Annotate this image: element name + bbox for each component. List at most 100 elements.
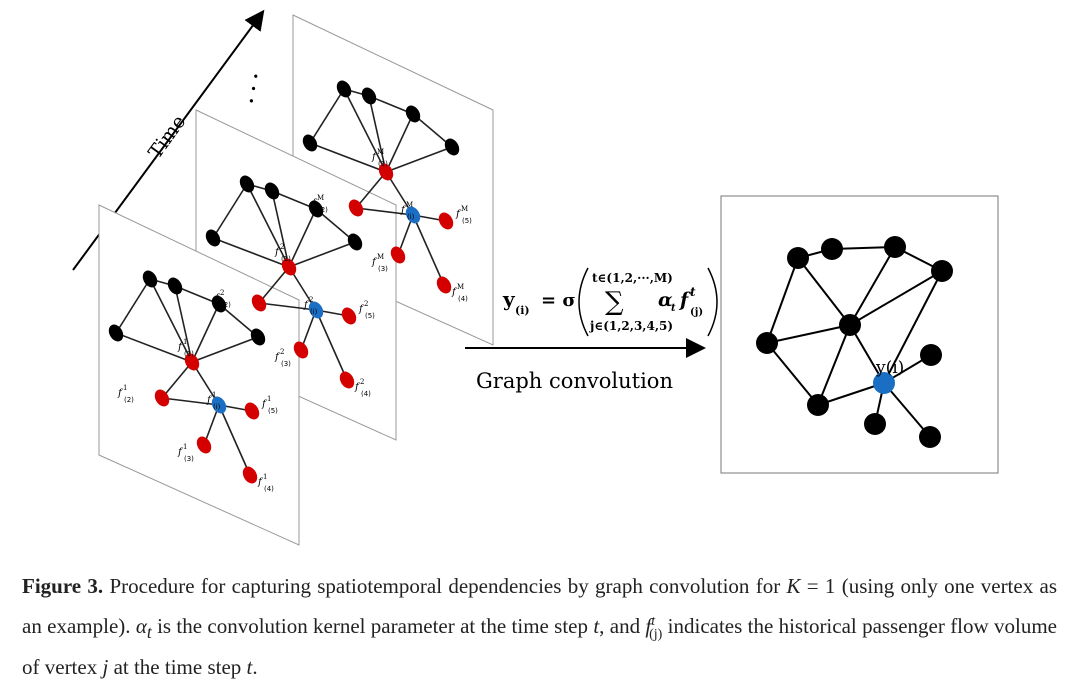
node-label-sup: 1 [183, 443, 187, 451]
node-label-sub: (3) [184, 455, 194, 463]
formula-sum-bottom: j∈(1,2,3,4,5) [589, 319, 673, 333]
node-label-sub: (i) [310, 308, 318, 316]
graph-edge [212, 183, 248, 239]
graph-edge [149, 278, 193, 363]
graph-node-neighbor [438, 212, 454, 230]
time-layer-graph-m: fM(1)fM(2)fM(i)fM(5)fM(4)fM(3) [302, 80, 472, 303]
output-graph-node [821, 238, 843, 260]
output-graph-edge [797, 257, 851, 326]
node-label-sub: (4) [458, 295, 468, 303]
output-graph-edge [766, 342, 819, 406]
graph-edge [309, 142, 387, 173]
node-label-sub: (i) [213, 403, 221, 411]
formula-alpha: α [658, 289, 673, 311]
graph-node-center [378, 163, 394, 181]
graph-node-center [281, 258, 297, 276]
node-label-f: f [400, 205, 407, 216]
node-label-sup: 2 [280, 243, 284, 251]
output-graph-edge [817, 324, 851, 406]
graph-edge [174, 285, 220, 305]
graph-edge [174, 285, 193, 363]
node-label-sub: (1) [378, 160, 388, 168]
caption-text-2: = 1 (using only one vertex as an example… [22, 574, 1057, 638]
node-label-f: f [177, 447, 184, 458]
graph-node [361, 87, 377, 105]
caption-text-1: Procedure for capturing spatiotemporal d… [103, 574, 787, 598]
caption-text-4: , and [599, 614, 646, 638]
output-graph-node [839, 314, 861, 336]
graph-node-neighbor [348, 199, 364, 217]
graph-node [239, 175, 255, 193]
graph-edge [315, 309, 348, 381]
output-graph-edge [766, 324, 851, 344]
graph-node [302, 134, 318, 152]
node-label-f: f [177, 342, 184, 353]
caption-label: Figure 3. [22, 574, 104, 598]
output-graph-edge [849, 270, 943, 326]
node-label-f: f [455, 209, 462, 220]
output-graph-node [864, 413, 886, 435]
node-label-f: f [371, 257, 378, 268]
caption-t1: t [593, 614, 600, 638]
graph-edge [191, 336, 259, 363]
time-layer-graph-2: f2(1)f2(2)f2(i)f2(5)f2(4)f2(3) [205, 175, 375, 398]
output-graph-node [920, 344, 942, 366]
graph-node [167, 277, 183, 295]
node-label-sub: (5) [268, 407, 278, 415]
formula-f-sub: (j) [690, 307, 703, 318]
graph-edge [212, 237, 290, 268]
graph-node-neighbor [390, 246, 406, 264]
node-label-sub: (2) [124, 396, 134, 404]
figure-caption: Figure 3. Procedure for capturing spatio… [22, 570, 1057, 684]
output-node-target [873, 372, 895, 394]
graph-edge [288, 241, 356, 268]
caption-j: j [102, 655, 109, 680]
formula-f-sup: t [690, 285, 696, 299]
graph-node-target [211, 396, 227, 414]
formula-equals-sigma: = σ [541, 290, 576, 311]
node-label-f: f [261, 399, 268, 410]
node-label-sup: M [457, 283, 464, 291]
caption-f: f [645, 614, 652, 638]
output-graph-node [884, 236, 906, 258]
output-graph-edge [766, 257, 799, 344]
graph-edge [309, 88, 345, 144]
node-label-sub: (4) [264, 485, 274, 493]
node-label-sup: 2 [360, 378, 364, 386]
caption-k: K [786, 574, 801, 598]
output-graph-node [807, 394, 829, 416]
time-layer-panel-1 [98, 204, 300, 546]
formula-lhs: y [502, 287, 516, 311]
graph-node [142, 270, 158, 288]
formula-f: f [678, 289, 691, 311]
node-label-sup: 2 [309, 296, 313, 304]
node-label-sub: (3) [281, 360, 291, 368]
graph-edge [161, 397, 220, 406]
node-label-sup: 1 [212, 391, 216, 399]
output-graph-node [756, 332, 778, 354]
node-label-f: f [274, 352, 281, 363]
caption-text-3: is the convolution kernel parameter at t… [151, 614, 594, 638]
node-label-sup: M [406, 201, 413, 209]
graph-node [336, 80, 352, 98]
graph-edge [258, 302, 317, 311]
node-label-sub: (5) [365, 312, 375, 320]
graph-edge [115, 332, 193, 363]
node-label-f: f [354, 382, 361, 393]
figure-diagram: Time · · · fM(1)fM(2)fM(i)fM(5)fM(4)fM(3… [72, 9, 999, 546]
node-label-f: f [303, 300, 310, 311]
node-label-sub: (5) [462, 217, 472, 225]
graph-edge [246, 183, 290, 268]
graph-node [108, 324, 124, 342]
graph-node-neighbor [244, 402, 260, 420]
caption-f-sub: (j) [649, 627, 663, 643]
caption-text-7: . [252, 655, 258, 680]
output-graph-node [919, 426, 941, 448]
graph-edge [271, 190, 290, 268]
graph-node-neighbor [154, 389, 170, 407]
formula-lhs-sub: (i) [515, 304, 530, 317]
formula-sum-symbol: ∑ [605, 287, 624, 317]
graph-node-neighbor [251, 294, 267, 312]
formula-sum-top: t∈(1,2,···,M) [592, 271, 673, 285]
